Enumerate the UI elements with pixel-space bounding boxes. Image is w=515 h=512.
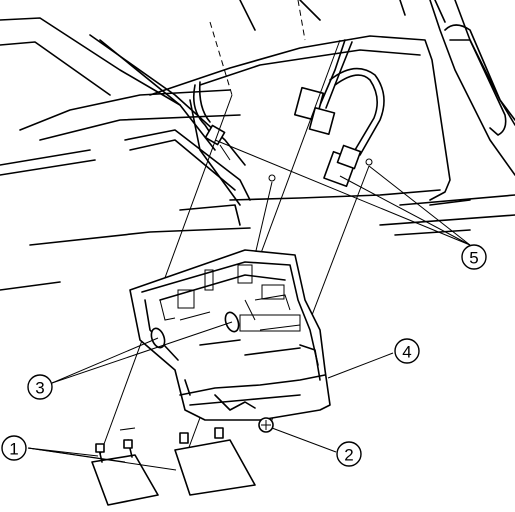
callout-2: 2	[336, 441, 362, 467]
connector	[308, 106, 336, 136]
screw-hole	[268, 174, 276, 182]
callout-5-label: 5	[469, 249, 478, 268]
leader-lines	[27, 165, 471, 471]
callout-3: 3	[27, 374, 53, 400]
callout-4: 4	[394, 338, 420, 364]
callout-2-label: 2	[344, 446, 353, 465]
lens-right	[119, 427, 256, 496]
wiring-harness	[192, 39, 385, 188]
callout-1-label: 1	[9, 440, 18, 459]
roof-structure	[0, 0, 515, 291]
overhead-console-housing	[129, 249, 331, 421]
screw-hole	[365, 158, 373, 166]
callout-1: 1	[1, 435, 27, 461]
callout-3-label: 3	[35, 379, 44, 398]
screw	[258, 417, 274, 433]
connector	[336, 144, 362, 170]
connector	[204, 124, 226, 146]
callout-5: 5	[461, 244, 487, 270]
callout-4-label: 4	[402, 343, 411, 362]
lens-left	[91, 439, 159, 506]
